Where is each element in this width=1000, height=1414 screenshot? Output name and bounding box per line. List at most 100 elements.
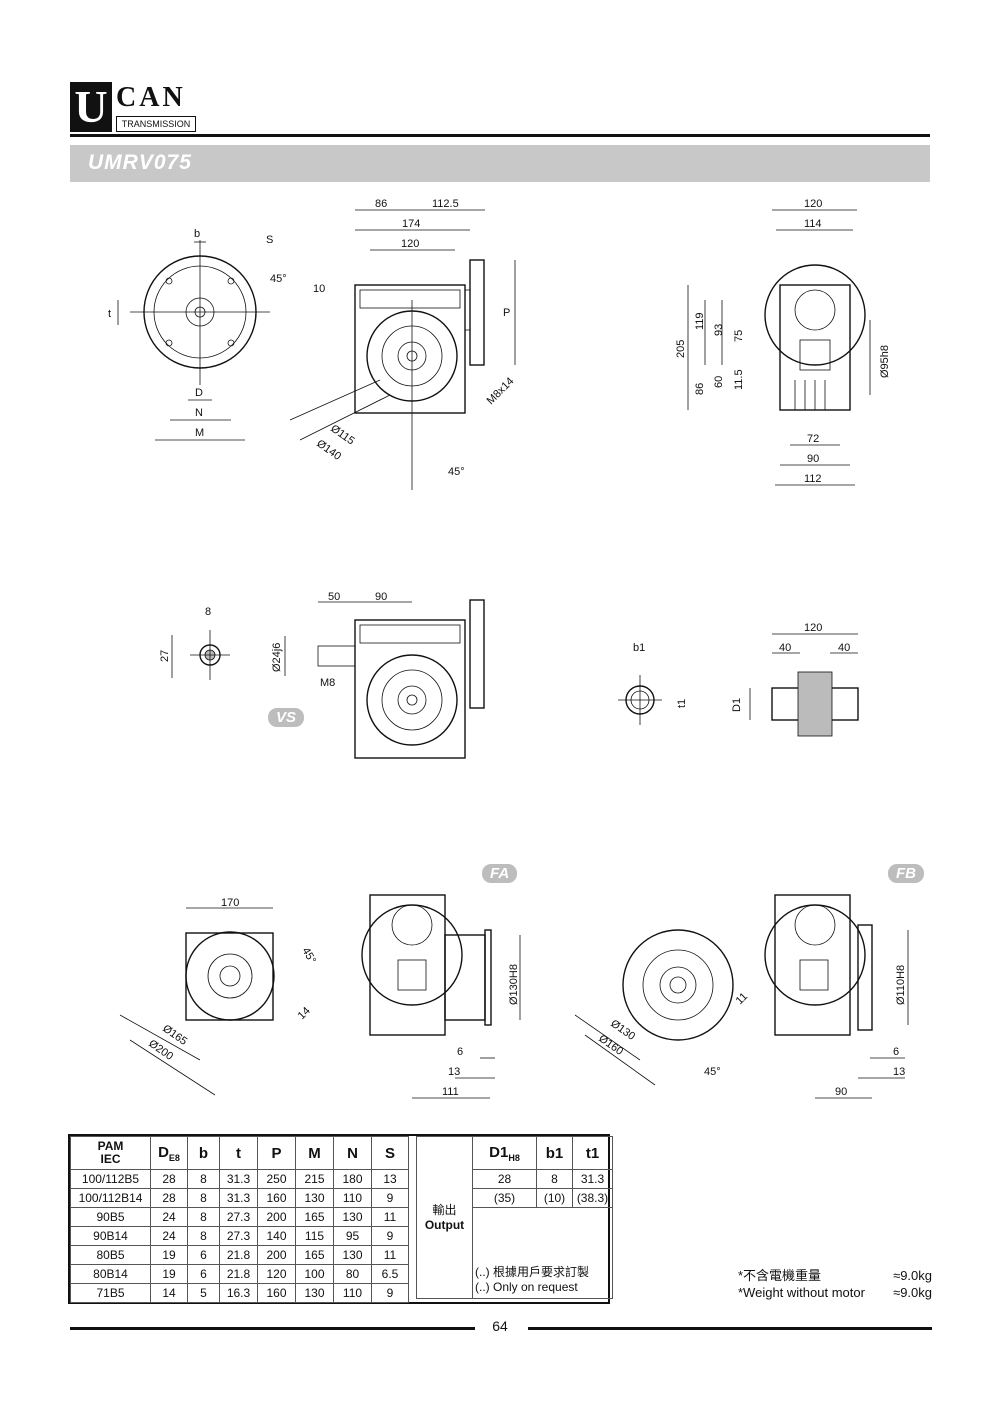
dim-86-side: 86 [694,383,706,395]
dim-d95h8: Ø95h8 [879,345,891,378]
dim-11: 11 [734,991,751,1008]
footer-rule-left [70,1327,475,1330]
dim-11-5: 11.5 [733,369,745,390]
dim-d165: Ø165 [160,1023,189,1048]
drawing-output-shaft [618,633,859,737]
dim-90-vs: 90 [375,591,387,603]
drawing-gearbox-front-labels: 86 112.5 174 120 10 P M8x14 Ø115 Ø140 45… [313,198,516,478]
col-p: P [257,1136,296,1170]
dim-n: N [195,407,203,419]
col-s: S [371,1136,409,1170]
dim-90: 90 [807,453,819,465]
dim-75: 75 [733,330,745,342]
dim-8: 8 [205,606,211,618]
dim-10: 10 [313,283,325,295]
note-cn: (..) 根據用戶要求訂製 [475,1265,589,1279]
drawing-fa-flange-labels: 170 45° 14 Ø165 Ø200 Ø130H8 6 13 111 [146,897,520,1098]
col-t1: t1 [572,1136,613,1170]
dim-fb-angle: 45° [704,1066,721,1078]
output-note-row [417,1207,613,1262]
weight-cn-value: ≈9.0kg [893,1268,932,1283]
dim-14: 14 [296,1005,313,1022]
dim-86: 86 [375,198,387,210]
col-d: DE8 [150,1136,188,1170]
dim-40-left: 40 [779,642,791,654]
dim-t1: t1 [676,699,688,708]
brand-logo: U CAN TRANSMISSION [70,82,196,132]
dim-13-fa: 13 [448,1066,460,1078]
output-label: 輸出 Output [416,1136,473,1299]
table-row: (35)(10)(38.3) [417,1188,613,1208]
col-b1: b1 [536,1136,573,1170]
dim-60: 60 [713,376,725,388]
footer-rule-right [528,1327,932,1330]
badge-fa: FA [482,864,518,883]
note-en: (..) Only on request [475,1280,578,1294]
drawing-fb-flange [574,894,909,1099]
col-m: M [295,1136,334,1170]
dim-b1: b1 [633,642,645,654]
page-title: UMRV075 [88,151,192,174]
logo-name: CAN [116,82,186,113]
dim-114: 114 [804,218,822,230]
dim-50: 50 [328,591,340,603]
dim-m8: M8 [320,677,335,689]
dim-m8x14: M8x14 [485,375,517,407]
drawing-gearbox-side [687,209,871,486]
dim-119: 119 [694,312,706,330]
col-t: t [219,1136,258,1170]
dim-d140: Ø140 [314,438,343,463]
badge-vs: VS [268,708,305,727]
dim-174: 174 [402,218,420,230]
dim-d: D [195,387,203,399]
dim-fa-angle: 45° [299,946,318,966]
dim-93: 93 [713,324,725,336]
dim-13-fb: 13 [893,1066,905,1078]
dim-120-out: 120 [804,622,822,634]
dim-120-side: 120 [804,198,822,210]
logo-initial: U [70,82,112,132]
dim-72: 72 [807,433,819,445]
col-d1: D1H8 [472,1136,537,1170]
title-bar: UMRV075 [70,145,930,182]
header-rule [70,134,930,137]
col-n: N [333,1136,372,1170]
dim-d130h8: Ø130H8 [508,964,520,1005]
drawing-flange-front [117,240,270,441]
weight-en-label: *Weight without motor [738,1285,865,1300]
dim-112: 112 [804,473,822,485]
dim-m: M [195,427,204,439]
drawing-output-shaft-labels: b1 t1 D1 120 40 40 [633,622,850,712]
drawing-gearbox-front [289,209,516,490]
weight-cn-label: *不含電機重量 [738,1268,822,1283]
technical-drawings: b S 45° t D N M 86 112.5 174 120 10 P M8… [108,198,909,1099]
page-number: 64 [492,1318,508,1334]
dim-d160: Ø160 [596,1033,625,1058]
drawing-fa-flange [119,894,521,1099]
drawing-vs-shaft [171,599,485,759]
dim-6-fa: 6 [457,1046,463,1058]
logo-subtitle: TRANSMISSION [116,116,196,132]
dim-112-5: 112.5 [432,198,459,210]
dim-90-fb: 90 [835,1086,847,1098]
dim-d24j6: Ø24j6 [271,643,283,672]
dim-b: b [194,228,200,240]
badge-fb: FB [888,864,924,883]
weight-en-value: ≈9.0kg [893,1285,932,1300]
dim-angle-45: 45° [448,466,465,478]
drawing-vs-shaft-labels: 8 27 50 90 Ø24j6 M8 [159,591,387,689]
weight-note: *不含電機重量 ≈9.0kg *Weight without motor ≈9.… [738,1267,932,1301]
dim-d115: Ø115 [328,423,356,448]
dim-170: 170 [221,897,239,909]
